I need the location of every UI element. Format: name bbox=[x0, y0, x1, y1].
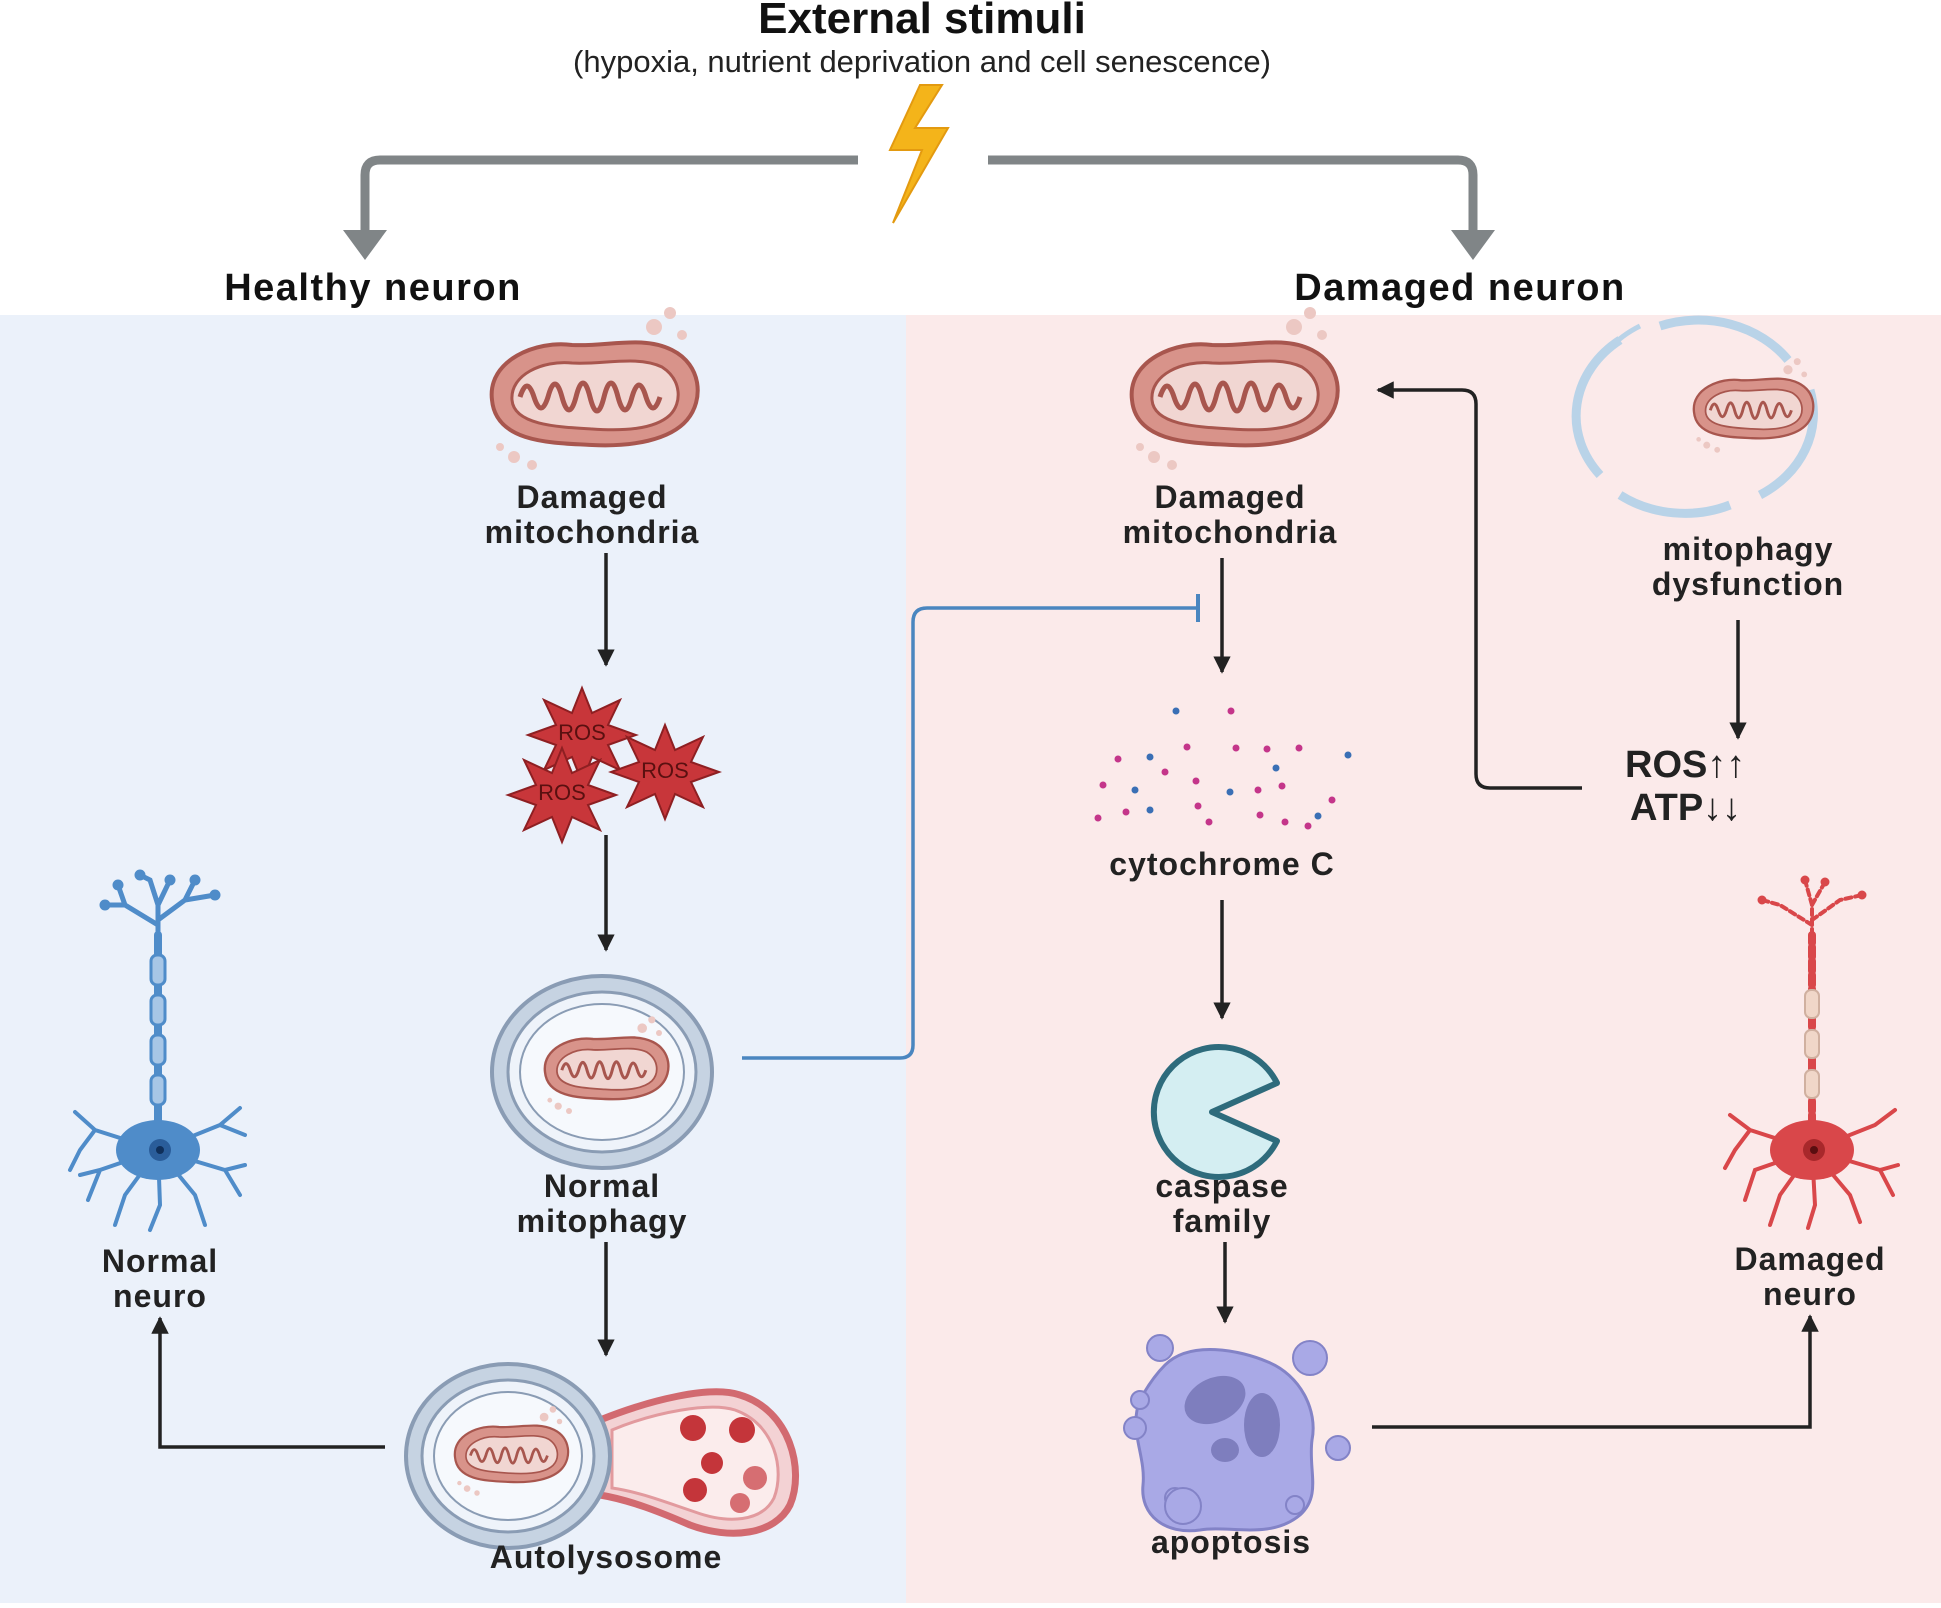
caspase-family-label-line1: caspase bbox=[1155, 1168, 1288, 1204]
autolysosome-label: Autolysosome bbox=[490, 1539, 722, 1575]
autophagosome-icon bbox=[490, 974, 714, 1170]
apoptotic-cell-icon bbox=[1123, 1334, 1351, 1533]
healthy-damaged-mitochondria-label-line2: mitochondria bbox=[485, 514, 700, 550]
damaged-mitochondria-label-line2: mitochondria bbox=[1123, 514, 1338, 550]
normal-neuro-label-line2: neuro bbox=[113, 1278, 207, 1314]
ros-label-1: ROS bbox=[558, 720, 606, 745]
damaged-neuro-label-line2: neuro bbox=[1763, 1276, 1857, 1312]
arrow-apoptosis-to-damaged-neuron bbox=[1372, 1314, 1819, 1429]
cytochrome-c-label: cytochrome C bbox=[1109, 846, 1334, 882]
branch-arrowhead-left bbox=[343, 230, 387, 260]
normal-neuro-label-line1: Normal bbox=[102, 1243, 218, 1279]
damaged-neuro-label-line1: Damaged bbox=[1734, 1241, 1885, 1277]
caspase-family-label-line2: family bbox=[1173, 1203, 1271, 1239]
neuron-icon bbox=[68, 869, 247, 1232]
ros-label-2: ROS bbox=[641, 758, 689, 783]
mitophagy-dysfunction-label-line1: mitophagy bbox=[1663, 531, 1834, 567]
ros-level-label: ROS↑↑ bbox=[1625, 744, 1745, 786]
ros-burst-icon bbox=[505, 685, 722, 845]
atp-level-label: ATP↓↓ bbox=[1630, 787, 1741, 829]
ros-label-3: ROS bbox=[538, 780, 586, 805]
arrow-ros-to-damaged-mitochondria bbox=[1376, 381, 1582, 790]
normal-mitophagy-label-line2: mitophagy bbox=[517, 1203, 688, 1239]
arrow-autolysosome-to-normal-neuron bbox=[151, 1316, 385, 1449]
healthy-damaged-mitochondria-label-line1: Damaged bbox=[516, 479, 667, 515]
neuron-icon bbox=[1723, 875, 1900, 1230]
branch-connector-left bbox=[360, 155, 858, 235]
normal-mitophagy-label-line1: Normal bbox=[544, 1168, 660, 1204]
cytochrome-particles-icon bbox=[1094, 707, 1352, 830]
damaged-neuron-header: Damaged neuron bbox=[1294, 267, 1625, 309]
mitophagy-dysfunction-label-line2: dysfunction bbox=[1652, 566, 1844, 602]
diagram-subtitle: (hypoxia, nutrient deprivation and cell … bbox=[573, 44, 1271, 79]
caspase-icon bbox=[1150, 1044, 1280, 1180]
mitophagy-dysfunction-icon bbox=[1571, 315, 1818, 518]
branch-connector-right bbox=[988, 155, 1478, 235]
diagram-title: External stimuli bbox=[758, 0, 1086, 43]
autolysosome-icon bbox=[404, 1362, 800, 1550]
healthy-neuron-header: Healthy neuron bbox=[224, 267, 522, 309]
damaged-panel-background bbox=[906, 315, 1941, 1603]
damaged-mitochondria-label-line1: Damaged bbox=[1154, 479, 1305, 515]
apoptosis-label: apoptosis bbox=[1151, 1524, 1311, 1560]
inhibition-line bbox=[742, 606, 1198, 1060]
branch-arrowhead-right bbox=[1451, 230, 1495, 260]
lightning-bolt-icon bbox=[888, 84, 950, 224]
